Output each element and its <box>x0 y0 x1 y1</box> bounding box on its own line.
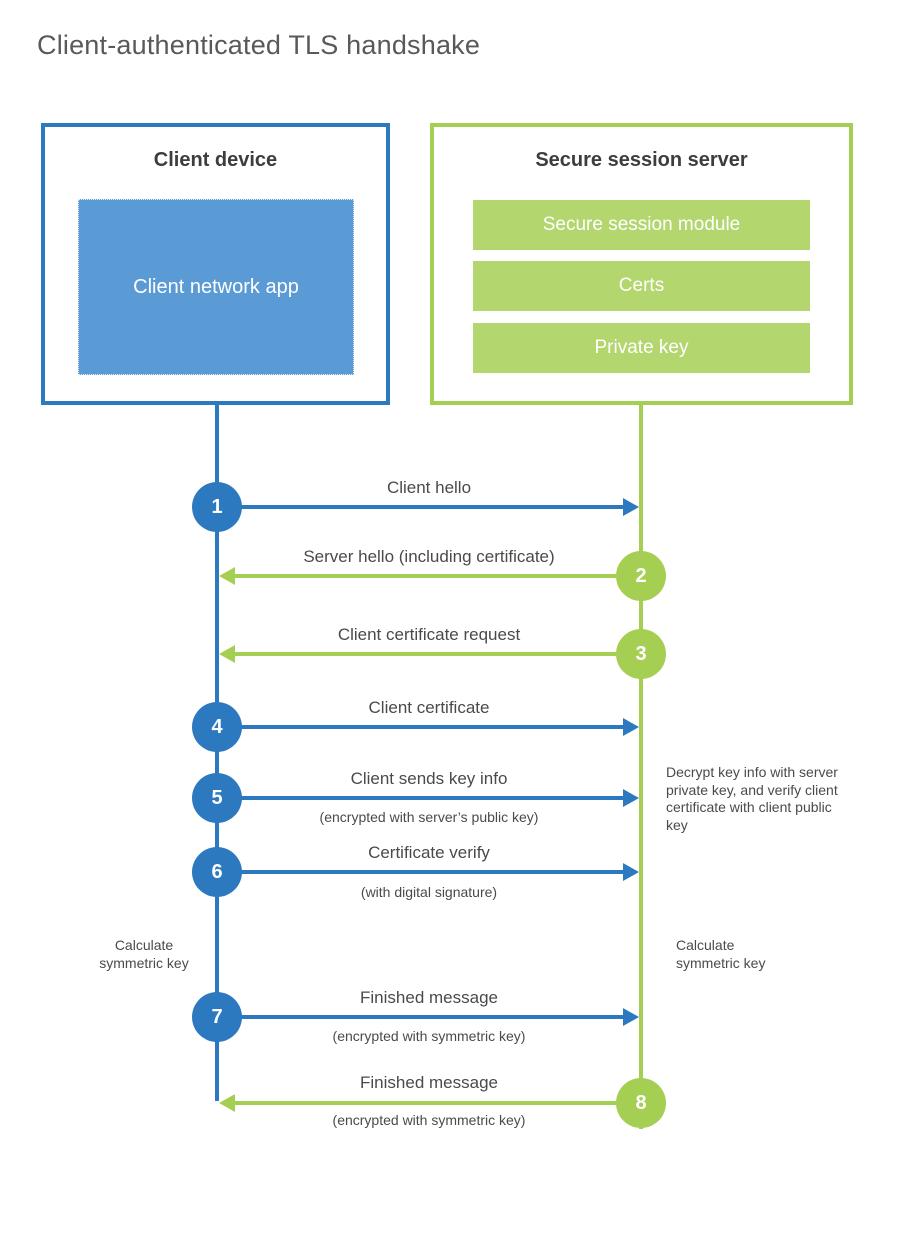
client-network-app-module: Client network app <box>78 199 354 375</box>
arrow-right-icon <box>623 863 639 881</box>
step-6-arrow-line <box>240 870 623 874</box>
step-7-sublabel: (encrypted with symmetric key) <box>332 1028 526 1044</box>
step-5-badge: 5 <box>192 773 242 823</box>
step-2-badge: 2 <box>616 551 666 601</box>
private-key-module: Private key <box>473 323 810 373</box>
arrow-right-icon <box>623 789 639 807</box>
step-3-arrow-line <box>233 652 616 656</box>
client-device-title: Client device <box>153 149 278 171</box>
step-7-label: Finished message <box>360 988 498 1007</box>
page-title: Client-authenticated TLS handshake <box>37 30 481 60</box>
client-device-box: Client device Client network app <box>41 123 390 405</box>
arrow-right-icon <box>623 498 639 516</box>
step-1-label: Client hello <box>386 478 472 497</box>
step-6-label: Certificate verify <box>368 843 490 862</box>
step-4-label: Client certificate <box>368 698 490 717</box>
certs-module: Certs <box>473 261 810 311</box>
step-1-badge: 1 <box>192 482 242 532</box>
step-3-label: Client certificate request <box>337 625 521 644</box>
step-7-arrow-line <box>240 1015 623 1019</box>
decrypt-note: Decrypt key info with server private key… <box>666 764 838 833</box>
step-8-sublabel: (encrypted with symmetric key) <box>332 1112 526 1128</box>
calculate-symmetric-key-note-server: Calculate symmetric key <box>676 937 766 971</box>
step-8-badge: 8 <box>616 1078 666 1128</box>
step-4-badge: 4 <box>192 702 242 752</box>
arrow-left-icon <box>219 567 235 585</box>
arrow-left-icon <box>219 1094 235 1112</box>
step-6-badge: 6 <box>192 847 242 897</box>
step-3-badge: 3 <box>616 629 666 679</box>
server-lifeline <box>639 405 643 1129</box>
step-7-badge: 7 <box>192 992 242 1042</box>
client-lifeline <box>215 405 219 1101</box>
secure-session-server-box: Secure session server Secure session mod… <box>430 123 853 405</box>
arrow-right-icon <box>623 718 639 736</box>
step-5-sublabel: (encrypted with server’s public key) <box>319 809 539 825</box>
step-2-arrow-line <box>233 574 616 578</box>
step-4-arrow-line <box>240 725 623 729</box>
step-1-arrow-line <box>240 505 623 509</box>
step-8-label: Finished message <box>360 1073 498 1092</box>
calculate-symmetric-key-note-client: Calculate symmetric key <box>99 937 189 971</box>
step-2-label: Server hello (including certificate) <box>303 547 555 566</box>
secure-session-server-title: Secure session server <box>535 149 748 171</box>
step-5-arrow-line <box>240 796 623 800</box>
step-8-arrow-line <box>233 1101 616 1105</box>
arrow-left-icon <box>219 645 235 663</box>
step-5-label: Client sends key info <box>350 769 508 788</box>
step-6-sublabel: (with digital signature) <box>360 884 498 900</box>
secure-session-module: Secure session module <box>473 200 810 250</box>
arrow-right-icon <box>623 1008 639 1026</box>
